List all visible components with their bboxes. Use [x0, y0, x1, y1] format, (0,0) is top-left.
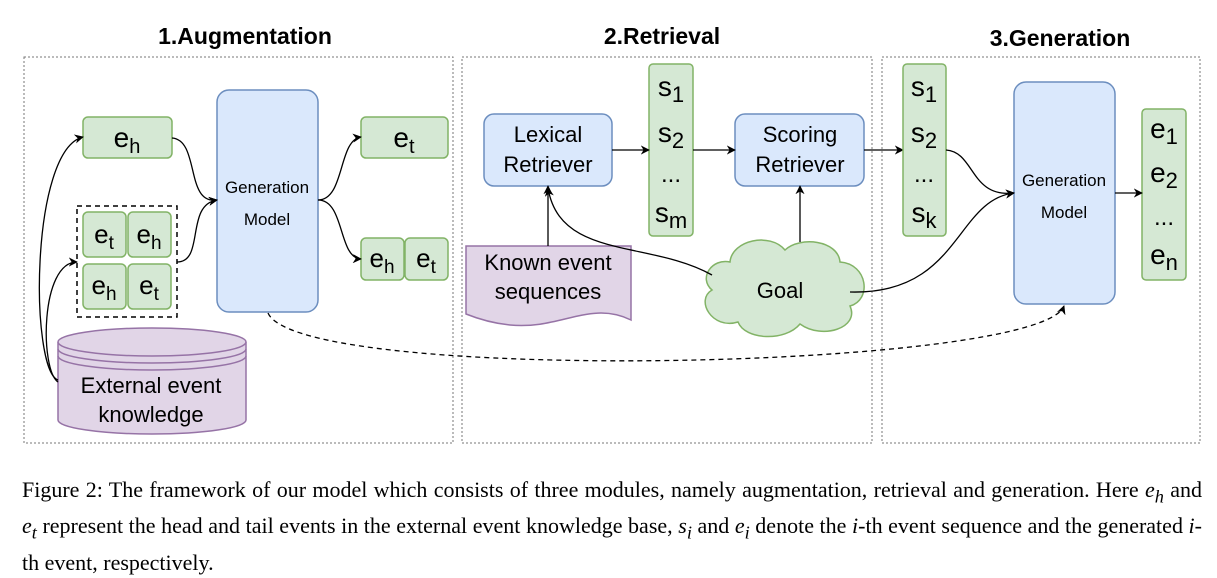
known-sequences-line2: sequences [495, 279, 601, 304]
caption-ei-sub: i [744, 522, 750, 543]
arrow-kb-to-head-event [38, 134, 84, 381]
caption-and-1: and [1163, 477, 1203, 502]
known-sequences-line1: Known event [484, 250, 611, 275]
arrow-kb-to-pair-group [45, 257, 78, 383]
scoring-retriever-line1: Scoring [763, 122, 838, 147]
pair-th-second-label: eh [136, 219, 161, 254]
framework-diagram: 1.Augmentation 2.Retrieval 3.Generation … [23, 23, 1201, 444]
out-pair-second-box [404, 237, 449, 281]
arrow-model-to-out-pair [317, 199, 362, 264]
known-event-sequences-doc [465, 245, 632, 327]
lexical-retriever-line1: Lexical [514, 122, 582, 147]
pair-ht-second-label: et [139, 270, 159, 305]
out-pair-first-label: eh [369, 243, 394, 278]
caption-eh-sub: h [1154, 486, 1164, 507]
caption-eh: e [1145, 477, 1155, 502]
section-title-retrieval: 2.Retrieval [604, 23, 720, 49]
section-title-augmentation: 1.Augmentation [158, 23, 332, 49]
arrow-topk-to-model [945, 149, 1015, 199]
topk-seq-k: sk [912, 197, 938, 233]
final-model-label-line2: Model [1041, 203, 1087, 222]
pair-ht-second-box [127, 263, 172, 310]
goal-label: Goal [757, 278, 803, 303]
caption-text-3: denote the [749, 513, 853, 539]
caption-si: s [678, 513, 687, 539]
caption-text-1: Figure 2: The framework of our model whi… [22, 477, 1145, 502]
arrow-goal-to-model [849, 189, 1015, 293]
arrow-pairs-to-model [176, 196, 218, 263]
caption-ei: e [734, 513, 745, 539]
final-generation-model [1013, 81, 1116, 305]
augmentation-model-label-line2: Model [244, 210, 290, 229]
caption-text-4: -th event sequence and the generated [858, 513, 1189, 539]
out-pair-second-label: et [416, 243, 436, 278]
lexical-retriever-line2: Retriever [503, 152, 592, 177]
generated-event-ellipsis: ... [1154, 204, 1174, 231]
augmentation-generation-model [216, 89, 319, 313]
tail-event-output-label: et [393, 122, 415, 158]
pair-th-first-box [82, 211, 127, 258]
generated-event-2: e2 [1150, 157, 1178, 193]
retrieved-seq-m: sm [655, 197, 687, 233]
caption-i-2: i [1188, 513, 1195, 539]
generated-event-1: e1 [1150, 113, 1178, 149]
scoring-retriever-line2: Retriever [755, 152, 844, 177]
augmentation-frame [23, 56, 454, 444]
topk-seq-1: s1 [911, 71, 937, 107]
retrieved-seq-ellipsis: ... [661, 161, 681, 188]
caption-i-1: i [852, 513, 859, 539]
caption-si-sub: i [686, 522, 692, 543]
figure-caption: Figure 2: The framework of our model whi… [22, 475, 1202, 578]
pair-th-second-box [127, 211, 172, 258]
arrow-model-to-tail-event [317, 133, 362, 201]
caption-et: e [22, 513, 32, 539]
retrieved-seq-2: s2 [658, 117, 684, 153]
arrow-model-transfer-dashed [267, 305, 1066, 362]
final-model-label-line1: Generation [1022, 171, 1106, 190]
head-event-label: eh [114, 122, 141, 158]
topk-seq-ellipsis: ... [914, 161, 934, 188]
caption-text-5: -th event, respectively. [22, 513, 1202, 575]
external-knowledge-label-line2: knowledge [98, 402, 203, 427]
caption-text-2: represent the head and tail events in th… [36, 513, 679, 539]
external-knowledge-database [57, 327, 247, 435]
pair-ht-first-label: eh [91, 270, 116, 305]
topk-seq-2: s2 [911, 117, 937, 153]
generated-event-n: en [1150, 239, 1178, 275]
arrow-goal-to-lexical [544, 187, 713, 276]
arrow-head-to-model [171, 137, 218, 206]
retrieval-frame [461, 56, 873, 444]
section-title-generation: 3.Generation [990, 25, 1131, 51]
goal-cloud [704, 239, 865, 338]
retrieved-seq-1: s1 [658, 71, 684, 107]
caption-et-sub: t [31, 522, 37, 543]
pair-ht-first-box [82, 263, 127, 310]
caption-and-2: and [691, 513, 735, 539]
external-knowledge-label-line1: External event [81, 373, 222, 398]
augmentation-model-label-line1: Generation [225, 178, 309, 197]
pair-th-first-label: et [94, 219, 114, 254]
